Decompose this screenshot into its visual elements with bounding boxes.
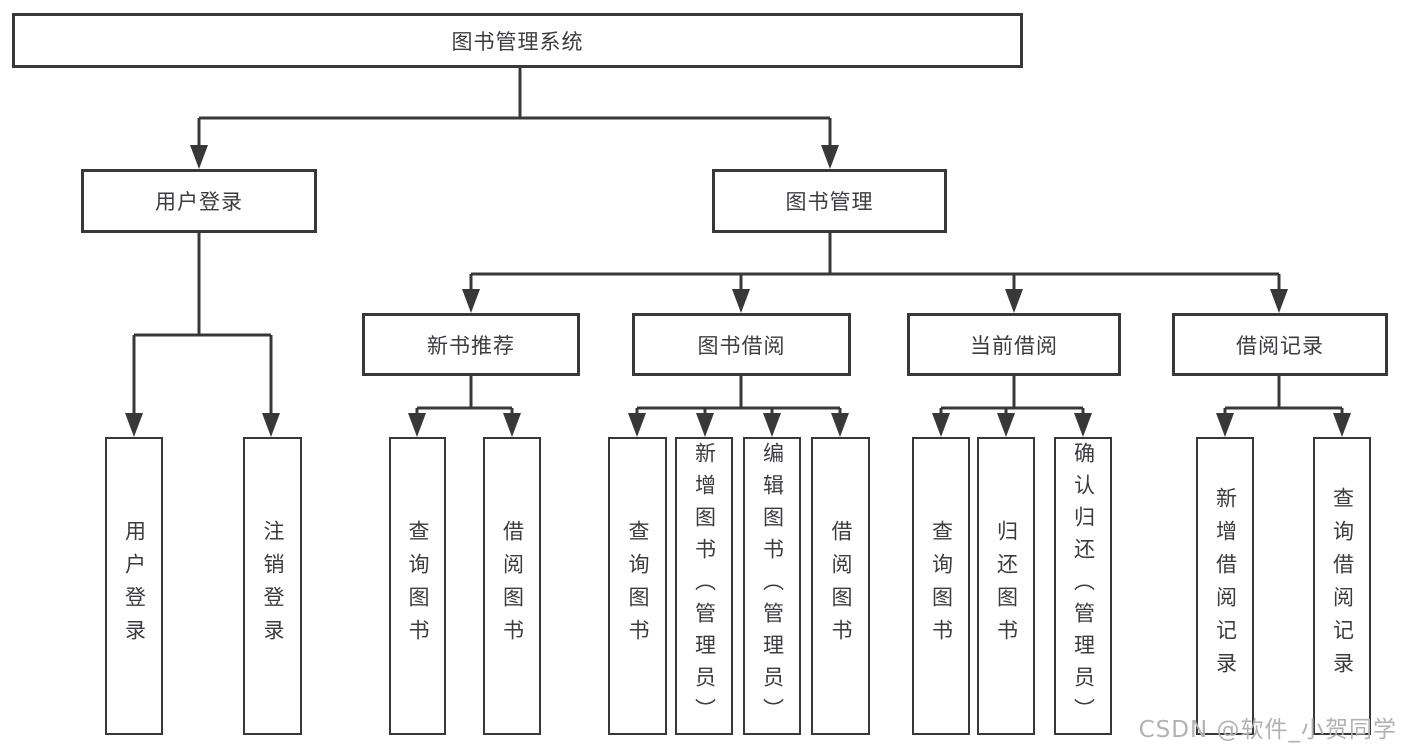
node-book-management: 图书管理 (712, 169, 947, 233)
arrow-icon (262, 413, 280, 437)
leaf-return-book: 归还图书 (977, 437, 1035, 735)
arrow-icon (932, 413, 950, 437)
leaf-add-book-admin: 新增图书（管理员） (675, 437, 733, 735)
csdn-watermark: CSDN @软件_小贺同学 (1138, 717, 1397, 743)
node-new-book-recommend: 新书推荐 (362, 313, 580, 376)
leaf-borrow-book: 借阅图书 (811, 437, 870, 735)
arrow-icon (1333, 413, 1351, 437)
arrow-icon (503, 413, 521, 437)
arrow-icon (997, 413, 1015, 437)
arrow-icon (831, 413, 849, 437)
node-user-login: 用户登录 (81, 169, 317, 233)
arrow-icon (408, 413, 426, 437)
node-book-borrow: 图书借阅 (632, 313, 851, 376)
arrow-icon (821, 145, 839, 169)
leaf-confirm-return-admin: 确认归还（管理员） (1054, 437, 1112, 735)
leaf-logout: 注销登录 (243, 437, 302, 735)
arrow-icon (732, 289, 750, 313)
node-borrow-records: 借阅记录 (1172, 313, 1388, 376)
leaf-user-login: 用户登录 (105, 437, 163, 735)
arrow-icon (696, 413, 714, 437)
leaf-query-book-current: 查询图书 (912, 437, 970, 735)
arrow-icon (190, 145, 208, 169)
leaf-query-book-borrow: 查询图书 (608, 437, 667, 735)
arrow-icon (462, 289, 480, 313)
leaf-edit-book-admin: 编辑图书（管理员） (743, 437, 801, 735)
arrow-icon (1216, 413, 1234, 437)
node-root-system: 图书管理系统 (12, 13, 1023, 68)
arrow-icon (628, 413, 646, 437)
arrow-icon (763, 413, 781, 437)
leaf-add-borrow-record: 新增借阅记录 (1196, 437, 1254, 735)
node-current-borrow: 当前借阅 (907, 313, 1121, 376)
arrowheads (125, 145, 1351, 437)
leaf-query-borrow-record: 查询借阅记录 (1313, 437, 1371, 735)
arrow-icon (1005, 289, 1023, 313)
arrow-icon (1074, 413, 1092, 437)
leaf-borrow-book-recommend: 借阅图书 (483, 437, 541, 735)
arrow-icon (1270, 289, 1288, 313)
arrow-icon (125, 413, 143, 437)
leaf-query-book-recommend: 查询图书 (389, 437, 446, 735)
